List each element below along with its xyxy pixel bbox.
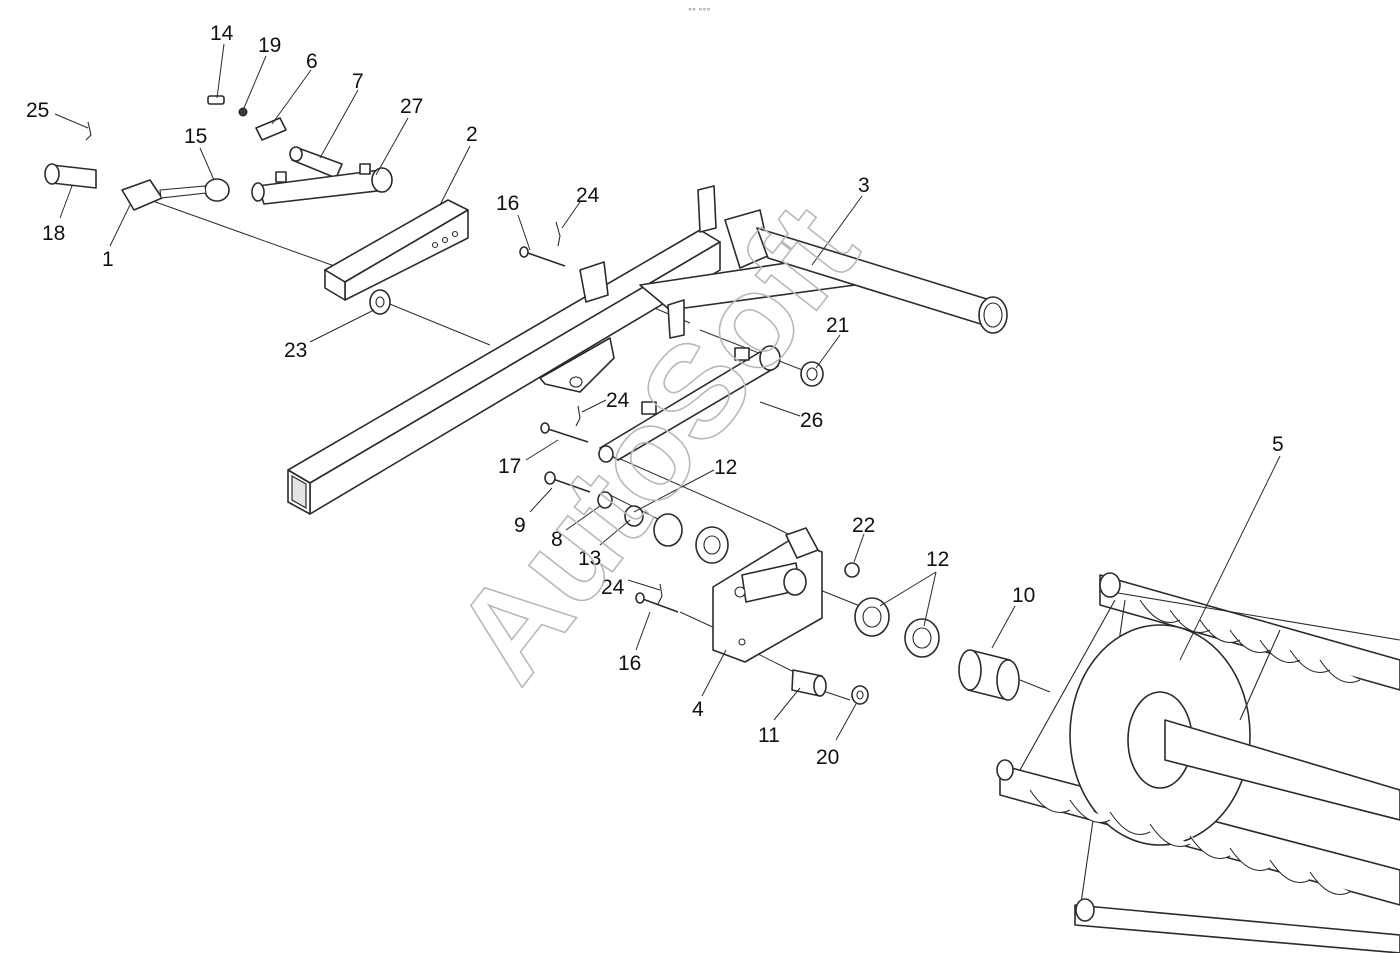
part-24-split-pin-c bbox=[657, 583, 663, 605]
callout-2: 2 bbox=[466, 123, 478, 146]
part-17-pin bbox=[540, 422, 589, 443]
callout-17: 17 bbox=[498, 455, 521, 478]
part-16-pin-upper bbox=[519, 246, 566, 267]
callout-14: 14 bbox=[210, 22, 234, 45]
part-2-square-tube bbox=[324, 199, 469, 301]
callout-24-upper: 24 bbox=[576, 184, 600, 207]
part-11-spacer bbox=[791, 669, 827, 697]
part-18-sleeve bbox=[44, 163, 97, 189]
callout-15: 15 bbox=[184, 125, 207, 148]
callout-4: 4 bbox=[692, 698, 704, 721]
part-6-plate bbox=[255, 117, 287, 141]
part-16-pin-lower bbox=[635, 592, 679, 613]
part-3-frame-assembly bbox=[579, 185, 1008, 339]
callout-5: 5 bbox=[1272, 433, 1284, 456]
callout-6: 6 bbox=[306, 50, 318, 73]
callout-7: 7 bbox=[352, 70, 364, 93]
leader-lines bbox=[54, 43, 1281, 741]
part-19-nut bbox=[238, 107, 248, 117]
callout-12-lower: 12 bbox=[926, 548, 949, 571]
part-8-washer bbox=[597, 491, 613, 509]
part-12-washer-lower-b bbox=[904, 618, 940, 658]
part-12-washer-lower-a bbox=[854, 597, 890, 637]
part-24-split-pin-a bbox=[555, 221, 561, 247]
part-23-washer bbox=[369, 289, 391, 315]
callout-21: 21 bbox=[826, 314, 849, 337]
part-7-pin bbox=[289, 146, 343, 179]
callout-26: 26 bbox=[800, 409, 823, 432]
callout-9: 9 bbox=[514, 514, 526, 537]
callout-22: 22 bbox=[852, 514, 875, 537]
main-frame-beam bbox=[287, 229, 721, 515]
callout-labels: 14 19 6 7 27 2 25 15 18 1 16 24 3 21 23 … bbox=[26, 22, 1284, 769]
header-mark: °° °°° bbox=[688, 7, 711, 16]
part-10-bushing bbox=[958, 649, 1020, 701]
callout-20: 20 bbox=[816, 746, 839, 769]
callout-23: 23 bbox=[284, 339, 307, 362]
part-20-washer bbox=[851, 685, 869, 705]
part-26-hydraulic-cylinder bbox=[598, 345, 781, 463]
part-5-reel-assembly bbox=[996, 572, 1400, 953]
callout-24-lower: 24 bbox=[601, 576, 625, 599]
part-21-bushing bbox=[800, 361, 824, 387]
part-9-bolt bbox=[544, 471, 591, 493]
callout-16-upper: 16 bbox=[496, 192, 519, 215]
callout-8: 8 bbox=[551, 528, 563, 551]
part-14-bolt bbox=[207, 95, 225, 105]
callout-27: 27 bbox=[400, 95, 423, 118]
part-22-nut bbox=[844, 562, 860, 578]
callout-13: 13 bbox=[578, 547, 601, 570]
callout-24-middle: 24 bbox=[606, 389, 630, 412]
callout-19: 19 bbox=[258, 34, 281, 57]
part-4-bearing-bracket bbox=[712, 527, 823, 663]
beam-bracket bbox=[539, 337, 615, 393]
part-15-nut bbox=[204, 178, 230, 202]
part-12-washer-upper bbox=[695, 526, 729, 564]
callout-18: 18 bbox=[42, 222, 65, 245]
callout-12-upper: 12 bbox=[714, 456, 737, 479]
part-1-rod-end bbox=[121, 179, 207, 211]
callout-16-lower: 16 bbox=[618, 652, 641, 675]
callout-11: 11 bbox=[758, 724, 780, 747]
callout-10: 10 bbox=[1012, 584, 1035, 607]
callout-1: 1 bbox=[102, 248, 114, 271]
callout-3: 3 bbox=[858, 174, 870, 197]
part-25-pin bbox=[85, 121, 92, 141]
part-24-split-pin-b bbox=[575, 405, 581, 427]
callout-25: 25 bbox=[26, 99, 49, 122]
